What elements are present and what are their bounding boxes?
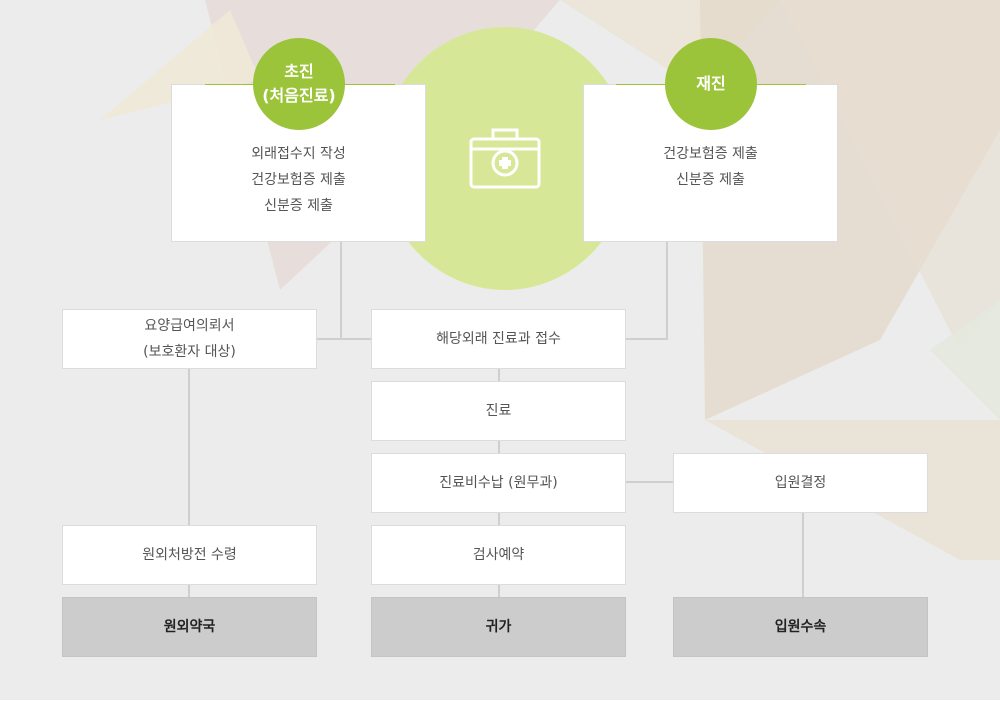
go-home-label: 귀가	[485, 619, 512, 635]
payment-label: 진료비수납 (원무과)	[439, 475, 558, 491]
first-visit-item: 외래접수지 작성	[251, 146, 346, 162]
revisit-item: 건강보험증 제출	[663, 146, 758, 162]
revisit-item: 신분증 제출	[676, 172, 745, 188]
admission-decision-label: 입원결정	[774, 475, 827, 491]
referral-note: (보호환자 대상)	[143, 344, 236, 360]
pharmacy-box: 원외약국	[62, 597, 317, 657]
referral-title: 요양급여의뢰서	[144, 318, 235, 334]
referral-box: 요양급여의뢰서 (보호환자 대상)	[62, 309, 317, 369]
prescription-label: 원외처방전 수령	[142, 547, 237, 563]
reception-label: 해당외래 진료과 접수	[436, 331, 561, 347]
revisit-requirements: 건강보험증 제출 신분증 제출	[584, 141, 837, 193]
admission-procedure-label: 입원수속	[774, 619, 827, 635]
first-visit-item: 건강보험증 제출	[251, 172, 346, 188]
connector-referral-reception	[316, 338, 372, 340]
first-visit-sublabel: (처음진료)	[262, 86, 336, 105]
treatment-label: 진료	[485, 403, 512, 419]
first-visit-requirements: 외래접수지 작성 건강보험증 제출 신분증 제출	[172, 141, 425, 219]
payment-box: 진료비수납 (원무과)	[371, 453, 626, 513]
medical-kit-icon	[469, 128, 541, 189]
prescription-box: 원외처방전 수령	[62, 525, 317, 585]
connector-referral-prescription	[188, 368, 190, 526]
reception-box: 해당외래 진료과 접수	[371, 309, 626, 369]
first-visit-badge: 초진 (처음진료)	[253, 38, 345, 130]
connector-revisit	[666, 241, 668, 340]
connector-admission	[802, 512, 804, 598]
first-visit-label: 초진	[284, 62, 314, 81]
pharmacy-label: 원외약국	[163, 619, 216, 635]
exam-reservation-label: 검사예약	[472, 547, 525, 563]
first-visit-item: 신분증 제출	[264, 198, 333, 214]
revisit-badge: 재진	[665, 38, 757, 130]
connector-payment-admission	[625, 481, 674, 483]
exam-reservation-box: 검사예약	[371, 525, 626, 585]
admission-decision-box: 입원결정	[673, 453, 928, 513]
revisit-label: 재진	[696, 74, 726, 93]
connector-revisit-horizontal	[625, 338, 668, 340]
connector-prescription-pharmacy	[188, 584, 190, 598]
connector-first-visit	[340, 241, 342, 340]
go-home-box: 귀가	[371, 597, 626, 657]
admission-procedure-box: 입원수속	[673, 597, 928, 657]
treatment-box: 진료	[371, 381, 626, 441]
